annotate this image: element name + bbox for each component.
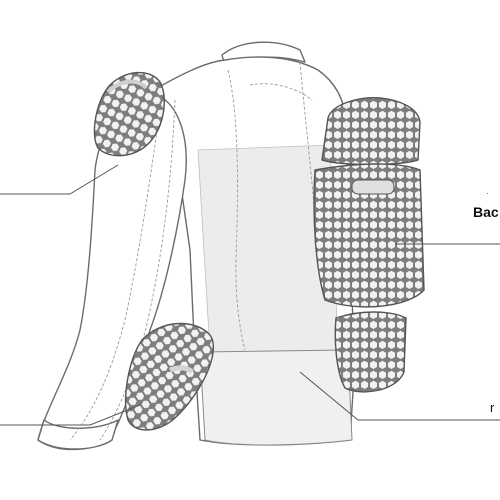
leader-line-shoulder xyxy=(0,164,119,195)
back-protector-badge xyxy=(351,179,395,195)
small-marker-text: · xyxy=(486,188,489,198)
label-back-protector: Bac xyxy=(473,204,499,220)
back-protector xyxy=(313,97,425,393)
leader-line-lower xyxy=(299,371,500,421)
back-protector-middle xyxy=(313,163,425,308)
leader-lines xyxy=(0,164,500,426)
jacket-cuff xyxy=(37,419,119,450)
label-elbow: r xyxy=(490,400,495,415)
back-protector-top xyxy=(321,97,421,166)
elbow-pad xyxy=(125,322,215,431)
waist-band xyxy=(199,349,353,446)
back-protector-bottom xyxy=(334,311,407,393)
shoulder-pad xyxy=(93,71,165,157)
leader-line-elbow xyxy=(0,404,141,426)
